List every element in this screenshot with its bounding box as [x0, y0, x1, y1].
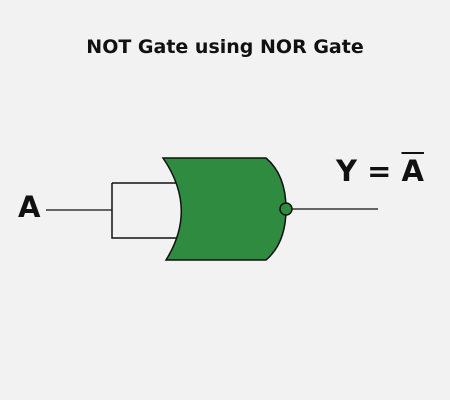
tied-inputs-connector	[111, 182, 181, 239]
not-bubble-icon	[279, 202, 293, 216]
output-label-prefix: Y =	[336, 154, 402, 188]
output-label-negated-var: A	[401, 154, 424, 188]
input-label-a: A	[18, 190, 41, 224]
page-title: NOT Gate using NOR Gate	[86, 36, 364, 58]
nor-gate-icon	[161, 157, 287, 261]
output-label: Y = A	[336, 154, 424, 188]
